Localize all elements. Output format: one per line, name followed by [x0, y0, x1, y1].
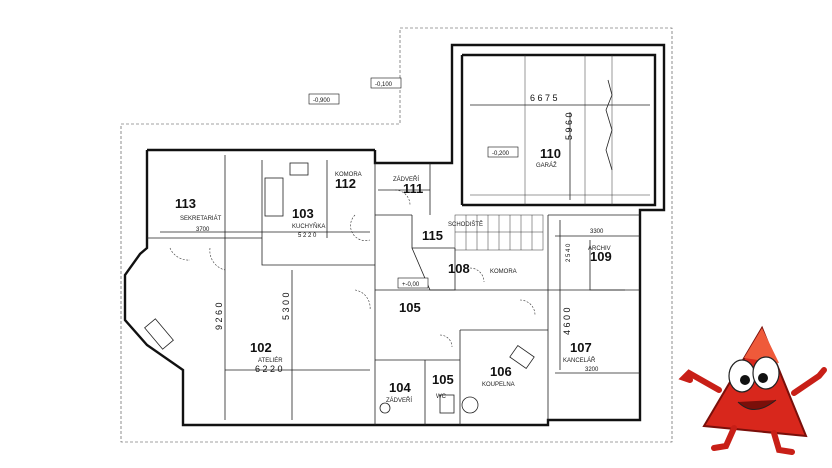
room-109-name: ARCHIV [588, 246, 611, 252]
dim-archive-width: 3300 [590, 229, 604, 235]
dim-archive-depth: 2 5 4 0 [566, 243, 572, 262]
room-108-number: 108 [448, 261, 470, 276]
room-115-name: SCHODIŠTĚ [448, 220, 483, 228]
room-115-number: 115 [422, 228, 443, 243]
room-105b-number: 105 [432, 372, 454, 387]
room-109-number: 109 [590, 249, 612, 264]
dim-garage-width: 6 6 7 5 [530, 93, 558, 103]
room-110-number: 110 [540, 146, 561, 161]
garage-detail [470, 55, 650, 205]
level-outside-top: -0,100 [375, 82, 393, 88]
dimension-lines [160, 155, 640, 420]
red-triangle-mascot-icon [678, 325, 827, 455]
room-105b-name: WC [436, 394, 447, 400]
room-111-name: ZÁDVEŘÍ [393, 175, 419, 183]
staircase [454, 214, 544, 251]
dim-studio-width: 6 2 2 0 [255, 364, 283, 374]
doors [169, 189, 536, 348]
room-106-number: 106 [490, 364, 512, 379]
room-113-name: SEKRETARIÁT [180, 215, 222, 222]
level-outside-left: -0,900 [313, 98, 331, 104]
room-102-name: ATELIÉR [258, 357, 283, 364]
room-103-name: KUCHYŇKA [292, 223, 325, 230]
room-112-name: KOMORA [335, 172, 362, 178]
dim-office-width: 3200 [585, 367, 599, 373]
room-103-number: 103 [292, 206, 314, 221]
room-113-number: 113 [175, 196, 196, 211]
dim-office-depth: 4 6 0 0 [562, 307, 572, 335]
interior-walls [147, 160, 640, 425]
room-110-name: GARÁŽ [536, 161, 557, 169]
dim-studio-depth-total: 9 2 6 0 [214, 302, 224, 330]
fixtures [144, 162, 535, 414]
dim-garage-depth: 5 9 6 0 [564, 112, 574, 140]
room-106-name: KOUPELNA [482, 382, 515, 388]
room-102-number: 102 [250, 340, 272, 355]
room-107-name: KANCELÁŘ [563, 356, 596, 364]
level-markers [308, 77, 519, 289]
room-108-name: KOMORA [490, 269, 517, 275]
room-104-number: 104 [389, 380, 411, 395]
dim-kitchen-width: 5 2 2 0 [298, 233, 317, 239]
level-garage: -0,200 [492, 151, 510, 157]
level-hall: +-0,00 [402, 282, 420, 288]
room-111-number: 111 [403, 181, 423, 196]
dim-studio-depth: 5 3 0 0 [281, 292, 291, 320]
outer-walls [123, 43, 666, 427]
property-boundary [120, 27, 673, 443]
room-112-number: 112 [335, 176, 356, 191]
dim-secretary-width: 3700 [196, 227, 210, 233]
room-104-name: ZÁDVEŘÍ [386, 396, 412, 404]
room-105-number: 105 [399, 300, 421, 315]
room-107-number: 107 [570, 340, 592, 355]
